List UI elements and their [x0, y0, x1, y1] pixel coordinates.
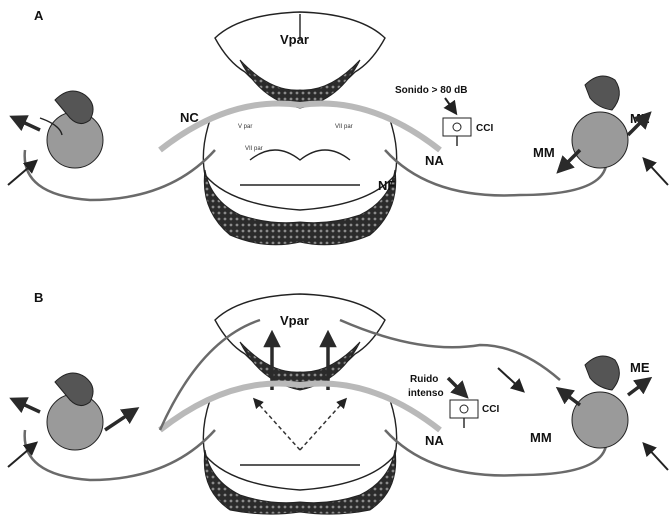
stapedius-pathway-b [25, 420, 607, 480]
dashed-path-right-b [300, 400, 345, 450]
stimulus-label-a: Sonido > 80 dB [395, 85, 468, 96]
left-ear-b [8, 373, 135, 467]
nc-label-a: NC [180, 110, 199, 125]
mm-label-a: MM [533, 145, 555, 160]
nf-label-a: NF [378, 178, 395, 193]
stimulus-arrow-a [445, 98, 455, 112]
brainstem-lower-section-b [203, 382, 396, 514]
panel-a: A Vpar V par VII par VII par [8, 8, 668, 245]
brainstem-upper-section-b: Vpar [215, 294, 385, 390]
cci-label-b: CCI [482, 404, 499, 415]
vii-par-right-label-a: VII par [335, 124, 353, 130]
mm-label-b: MM [530, 430, 552, 445]
right-ear-a: ME MM [533, 76, 668, 185]
mm-arrow-a [560, 150, 580, 170]
vpar-label-b: Vpar [280, 313, 309, 328]
cci-neuron-a [443, 118, 471, 146]
facial-nerve-arc-a [160, 103, 440, 150]
muscle-arrow-left-a [14, 118, 40, 130]
panel-b: B Vpar [8, 290, 668, 514]
trigeminal-arrow-b [498, 368, 522, 390]
panel-letter-b: B [34, 290, 43, 305]
sound-arrow-left-a [8, 162, 35, 185]
muscle-arrow-left2-b [105, 410, 135, 430]
dashed-path-left-b [255, 400, 300, 450]
me-label-b: ME [630, 360, 650, 375]
stapedius-pathway-a [25, 140, 607, 200]
panel-letter-a: A [34, 8, 44, 23]
cci-neuron-b [450, 400, 478, 428]
right-ear-b: ME MM [498, 356, 668, 470]
sound-arrow-right-b [645, 445, 668, 470]
brainstem-upper-section-a: Vpar [215, 12, 385, 108]
cci-label-a: CCI [476, 123, 493, 134]
left-ear-a [8, 91, 103, 185]
mm-arrow-b [560, 390, 580, 405]
stimulus-label-line1-b: Ruido [410, 374, 438, 385]
muscle-arrow-left-b [14, 400, 40, 412]
brainstem-lower-section-a: V par VII par VII par [203, 102, 396, 245]
na-label-b: NA [425, 433, 444, 448]
stimulus-label-line2-b: intenso [408, 388, 444, 399]
stimulus-arrow-b [448, 378, 465, 395]
vpar-label-a: Vpar [280, 32, 309, 47]
sound-arrow-right-a [645, 160, 668, 185]
me-arrow-b [628, 380, 648, 395]
na-label-a: NA [425, 153, 444, 168]
vii-par-left-label-a: VII par [245, 146, 263, 152]
trigeminal-pathway-b [160, 320, 560, 430]
v-par-small-label-a: V par [238, 124, 252, 130]
